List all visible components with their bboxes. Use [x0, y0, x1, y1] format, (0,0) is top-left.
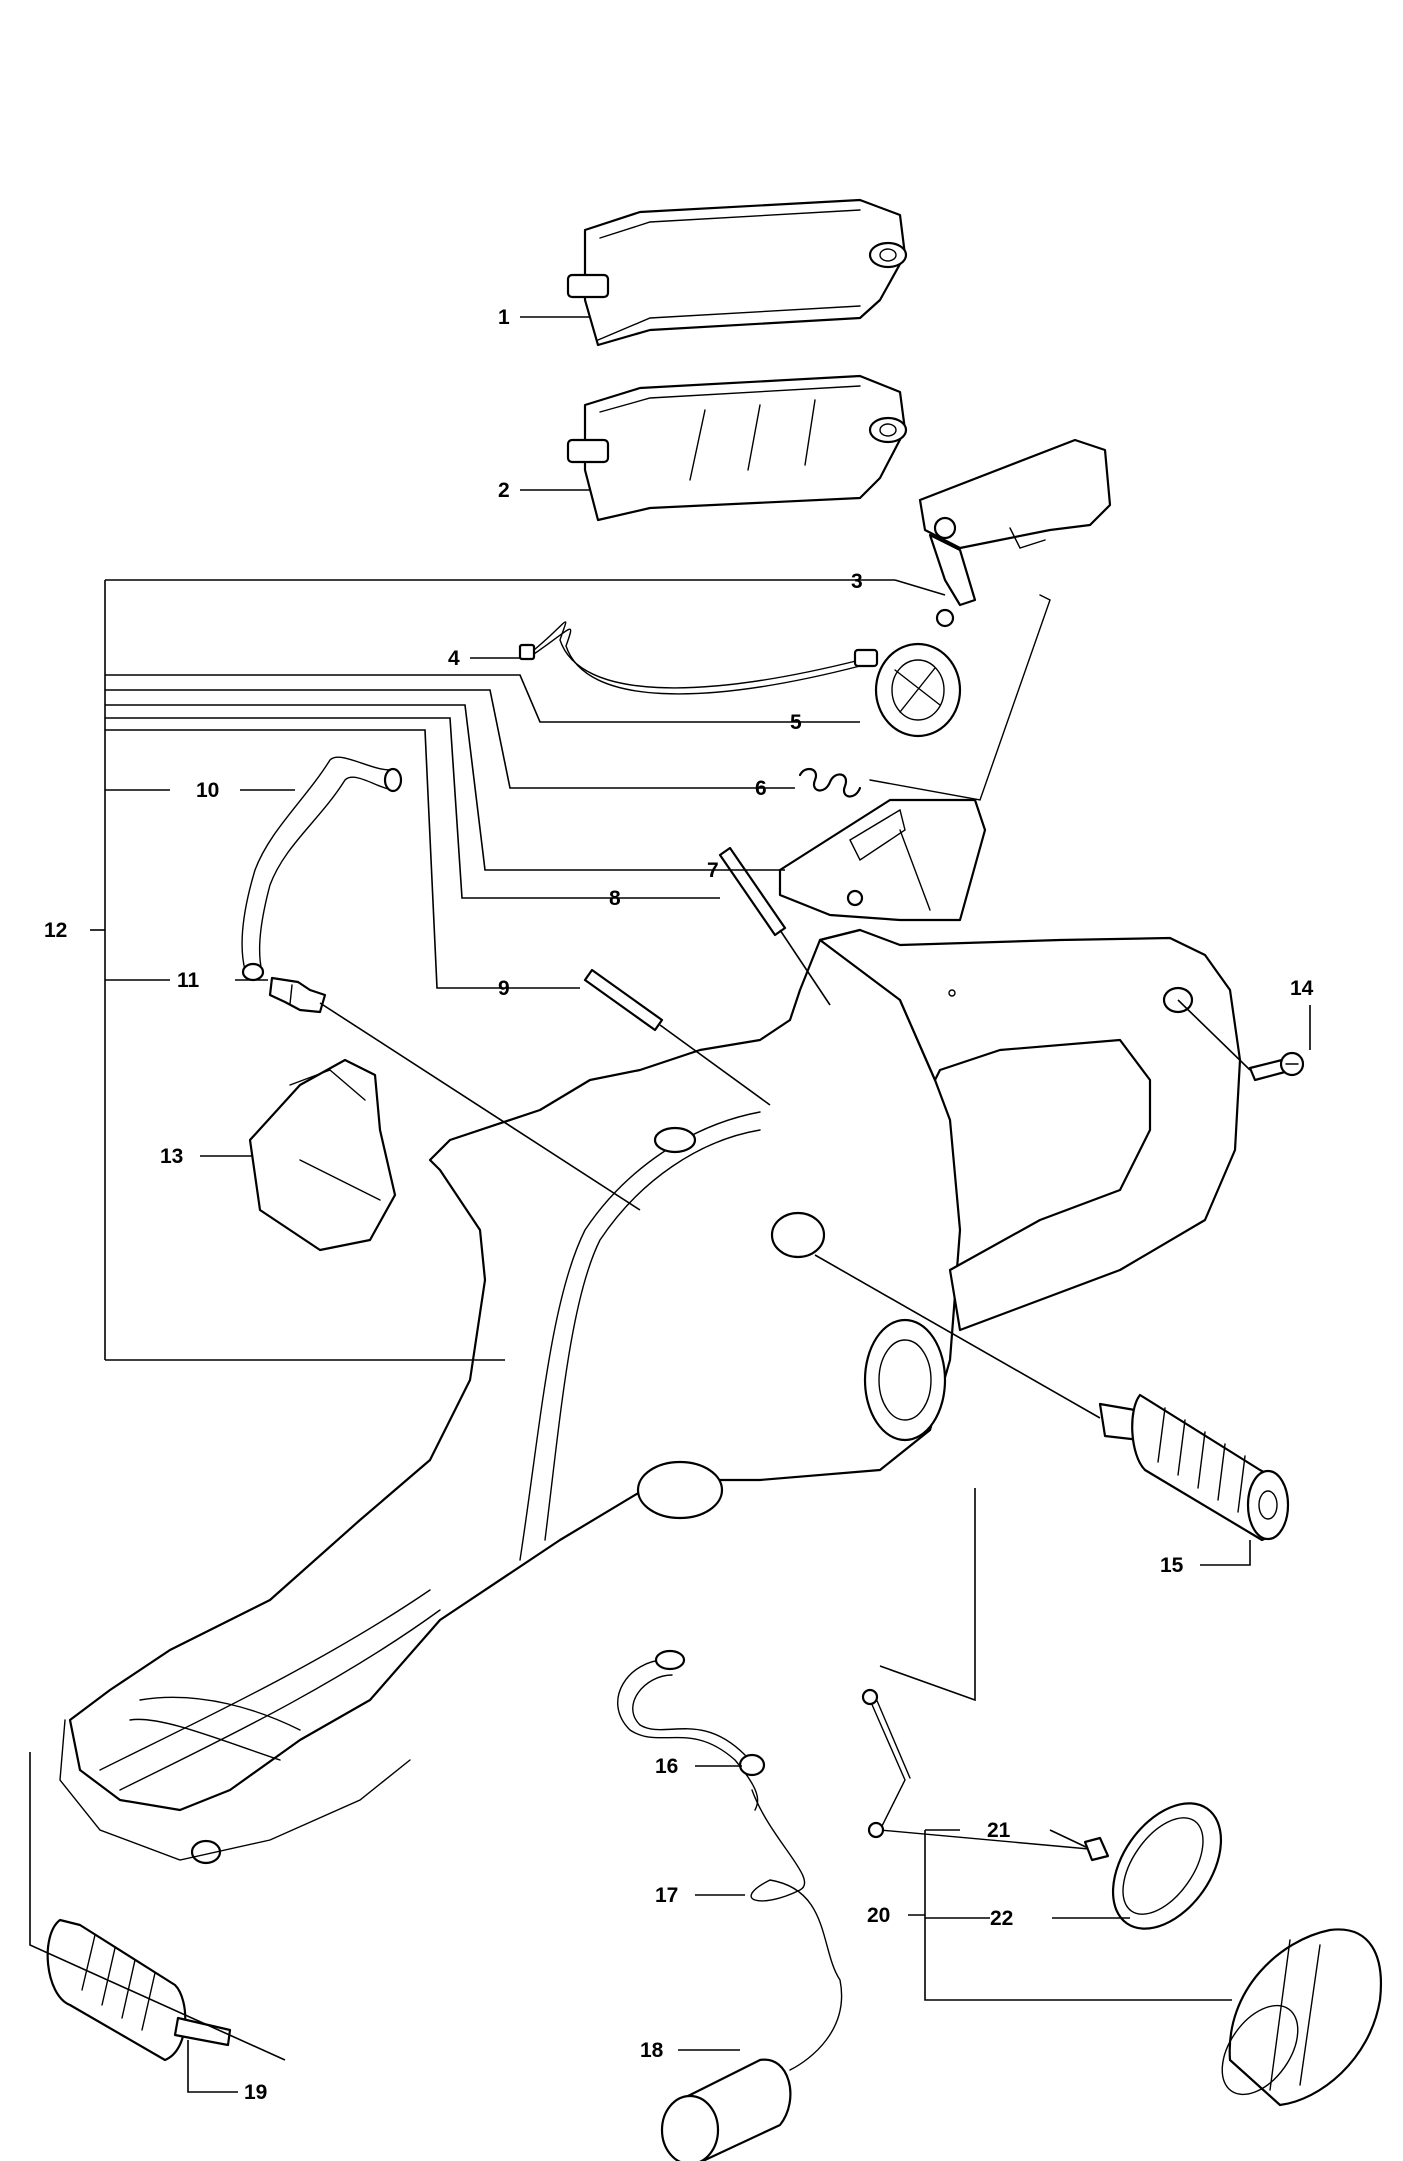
callout-10: 10	[196, 779, 219, 802]
callout-14: 14	[1290, 977, 1314, 1000]
callout-9: 9	[498, 977, 510, 1000]
callout-3: 3	[851, 570, 863, 593]
part-8-pin	[718, 846, 787, 937]
callout-16: 16	[655, 1755, 678, 1778]
part-2-lower-cover	[566, 374, 908, 522]
part-6-spring-rod	[798, 594, 1051, 801]
part-21-vent	[861, 1688, 1110, 1862]
part-22-seal-ring	[1111, 1802, 1223, 1930]
part-19-av-buffer	[46, 1918, 232, 2062]
callout-18: 18	[640, 2039, 664, 2062]
part-7-throttle-lockout	[778, 798, 987, 922]
main-housing-tank	[59, 928, 962, 1865]
callout-7: 7	[707, 859, 719, 882]
callout-21: 21	[987, 1819, 1011, 1842]
part-9-pin	[583, 968, 664, 1032]
callout-12: 12	[44, 919, 67, 942]
part-14-screw	[1248, 1051, 1305, 1082]
callout-20: 20	[867, 1904, 890, 1927]
leader-lines	[90, 316, 1311, 2093]
callout-15: 15	[1160, 1554, 1184, 1577]
callout-1: 1	[498, 306, 510, 329]
part-15-av-buffer	[1098, 1393, 1290, 1542]
callout-17: 17	[655, 1884, 678, 1907]
callout-4: 4	[448, 647, 460, 670]
part-13-air-deflector	[248, 1058, 397, 1252]
part-11-nipple	[268, 976, 327, 1014]
callout-labels: 1 2 3 4 5 6 7 8 9 10 11 12 13 14 15 16 1…	[44, 306, 1314, 2104]
part-4-stop-switch-wire	[518, 621, 879, 695]
callout-19: 19	[244, 2081, 267, 2104]
part-5-stop-switch	[874, 608, 962, 738]
callout-11: 11	[177, 969, 200, 992]
callout-13: 13	[160, 1145, 183, 1168]
callout-6: 6	[755, 777, 767, 800]
part-3-throttle-trigger	[918, 438, 1112, 607]
callout-5: 5	[790, 711, 802, 734]
fuel-cap	[1221, 1928, 1382, 2107]
part-16-17-18-fuel-pickup	[617, 1649, 843, 2161]
part-1-top-cover	[566, 198, 908, 347]
context-boxes	[29, 1488, 976, 2061]
callout-8: 8	[609, 887, 621, 910]
callout-22: 22	[990, 1907, 1013, 1930]
callout-2: 2	[498, 479, 510, 502]
